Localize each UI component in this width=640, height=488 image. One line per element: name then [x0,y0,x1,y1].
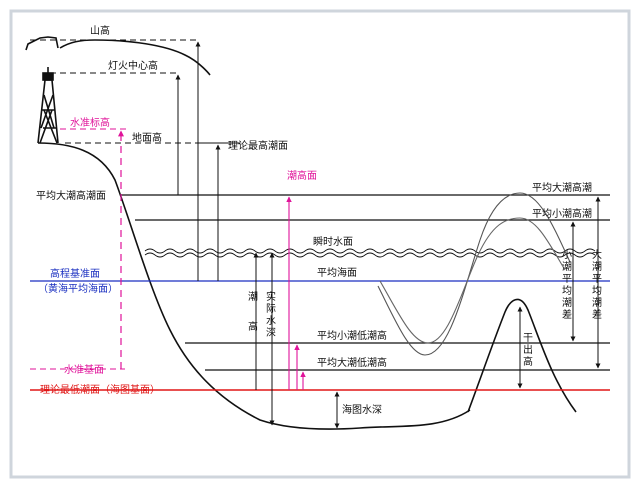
label-actual-depth-1: 实 [266,290,276,303]
label-mean-neap-high-right: 平均小潮高潮 [532,207,592,220]
instant-water-wave [144,248,596,254]
diagram-frame [9,9,631,479]
label-elevation-datum-note: （黄海平均海面） [38,282,118,295]
label-spring-range-6: 差 [592,308,602,321]
label-mean-neap-low: 平均小潮低潮高 [317,329,387,342]
spring-tide-curve [377,192,571,356]
label-neap-range-6: 差 [562,308,572,321]
label-neap-range-1: 小 [562,249,572,261]
label-neap-range-5: 潮 [562,296,572,309]
seamount [467,298,577,413]
instant-water-wave-2 [144,252,596,258]
label-theoretical-lowest: 理论最低潮面（海图基面） [40,383,160,396]
label-actual-depth-2: 际 [266,303,276,315]
label-spring-range-1: 大 [592,248,602,261]
lighthouse-icon [37,67,59,144]
label-tide-height-1: 潮 [248,290,258,303]
label-spring-range-4: 均 [592,285,602,297]
coast-slope [37,142,471,430]
label-water-standard-height: 水准标高 [70,116,110,129]
label-light-height: 灯火中心高 [108,59,158,72]
label-mean-spring-high: 平均大潮高潮面 [36,189,106,202]
label-chart-depth: 海图水深 [342,403,382,416]
label-mean-spring-high-right: 平均大潮高潮 [532,181,592,194]
label-drying-height-3: 高 [523,355,533,368]
label-elevation-datum: 高程基准面 [50,267,100,280]
label-neap-range-4: 均 [562,285,572,297]
label-leveling-datum: 水准基面 [64,363,104,376]
label-neap-range-3: 平 [562,274,572,285]
label-tide-height-2: 高 [248,320,258,333]
neap-tide-curve [379,217,566,344]
label-instant-water: 瞬时水面 [313,235,353,248]
label-actual-depth-4: 深 [266,327,276,339]
label-theoretical-highest: 理论最高潮面 [228,139,288,152]
label-mountain-height: 山高 [90,24,110,37]
label-mean-sea-level: 平均海面 [317,266,357,279]
label-neap-range-2: 潮 [562,260,572,273]
label-spring-range-2: 潮 [592,260,602,273]
terrain-profile [25,36,211,76]
label-tide-height-surface: 潮高面 [287,169,317,182]
label-mean-spring-low: 平均大潮低潮高 [317,356,387,369]
label-drying-height-1: 干 [523,333,533,344]
label-spring-range-5: 潮 [592,296,602,309]
label-drying-height-2: 出 [523,343,533,356]
label-actual-depth-3: 水 [266,315,276,327]
label-ground-height: 地面高 [132,131,162,144]
label-spring-range-3: 平 [592,274,602,285]
